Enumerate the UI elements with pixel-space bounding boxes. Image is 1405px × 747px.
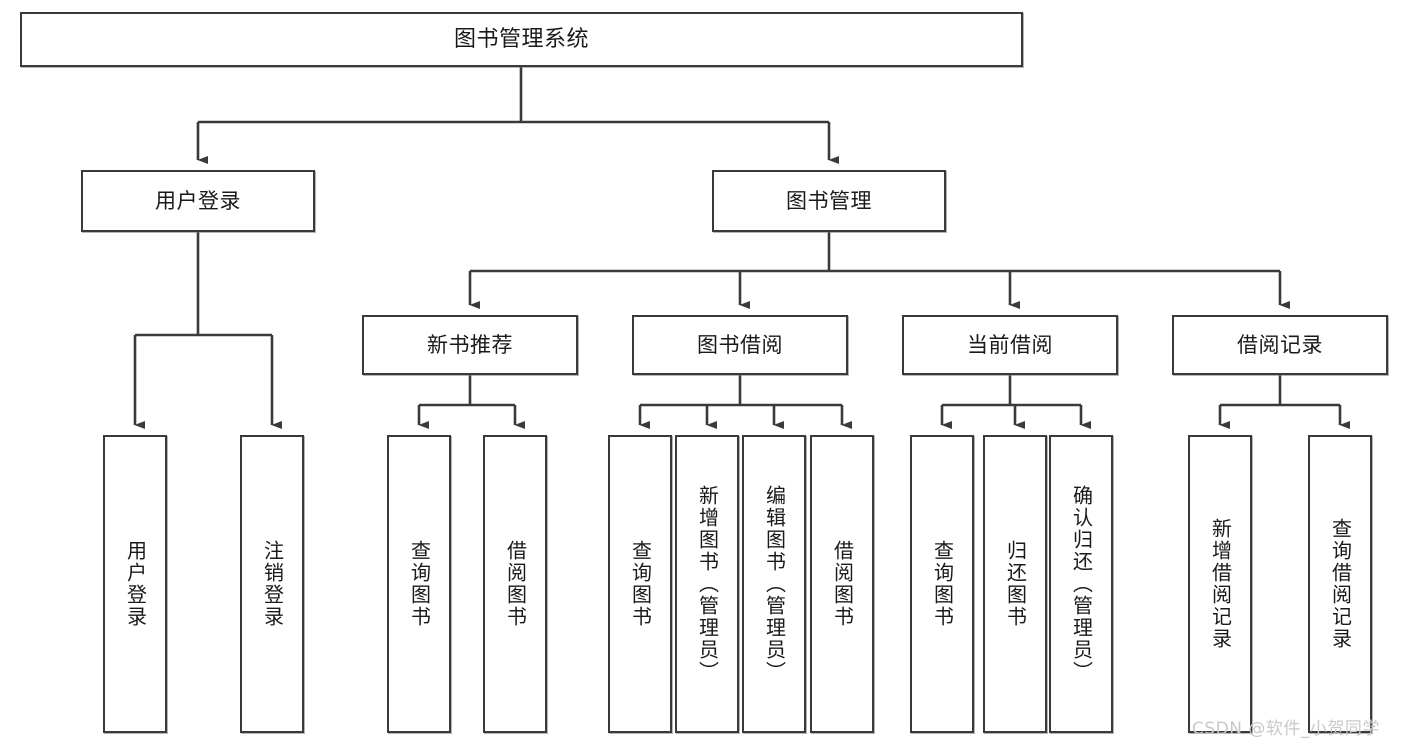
- edges-borrow-record-branch: [1218, 375, 1351, 430]
- node-label: 查询图书: [407, 540, 432, 628]
- leaf-query-book[interactable]: 查询图书: [608, 435, 672, 733]
- node-label: 注销登录: [260, 540, 285, 628]
- node-book-borrow[interactable]: 图书借阅: [632, 315, 848, 375]
- node-label: 新书推荐: [427, 332, 513, 357]
- leaf-logout[interactable]: 注销登录: [240, 435, 304, 733]
- leaf-return-book[interactable]: 归还图书: [983, 435, 1047, 733]
- node-label: 借阅图书: [503, 540, 528, 628]
- node-label: 查询图书: [628, 540, 653, 628]
- leaf-query-borrow-record[interactable]: 查询借阅记录: [1308, 435, 1372, 733]
- leaf-user-login[interactable]: 用户登录: [103, 435, 167, 733]
- edges-new-book-branch: [417, 375, 526, 430]
- edges-book-manage-to-level3: [468, 232, 1291, 310]
- node-label: 用户登录: [123, 540, 148, 628]
- leaf-borrow-book-recommend[interactable]: 借阅图书: [483, 435, 547, 733]
- edges-current-borrow-branch: [940, 375, 1092, 430]
- edges-root-to-level2: [196, 67, 840, 165]
- edges-book-borrow-branch: [638, 375, 853, 430]
- node-label: 新增图书（管理员）: [695, 485, 720, 683]
- node-label: 用户登录: [155, 188, 241, 213]
- node-borrow-record[interactable]: 借阅记录: [1172, 315, 1388, 375]
- node-root-system[interactable]: 图书管理系统: [20, 12, 1023, 67]
- node-user-login[interactable]: 用户登录: [81, 170, 315, 232]
- node-label: 当前借阅: [967, 332, 1053, 357]
- node-label: 查询图书: [930, 540, 955, 628]
- node-label: 确认归还（管理员）: [1069, 485, 1094, 683]
- node-new-book-recommend[interactable]: 新书推荐: [362, 315, 578, 375]
- node-label: 查询借阅记录: [1328, 518, 1353, 650]
- node-label: 图书管理系统: [453, 26, 589, 52]
- node-label: 新增借阅记录: [1208, 518, 1233, 650]
- leaf-query-book-recommend[interactable]: 查询图书: [387, 435, 451, 733]
- node-label: 图书管理: [786, 188, 872, 213]
- leaf-add-book-admin[interactable]: 新增图书（管理员）: [675, 435, 739, 733]
- node-label: 图书借阅: [697, 332, 783, 357]
- edges-user-login-branch: [133, 232, 283, 430]
- node-current-borrow[interactable]: 当前借阅: [902, 315, 1118, 375]
- leaf-add-borrow-record[interactable]: 新增借阅记录: [1188, 435, 1252, 733]
- leaf-query-book-current[interactable]: 查询图书: [910, 435, 974, 733]
- node-label: 编辑图书（管理员）: [762, 485, 787, 683]
- node-book-management[interactable]: 图书管理: [712, 170, 946, 232]
- leaf-borrow-book[interactable]: 借阅图书: [810, 435, 874, 733]
- node-label: 借阅图书: [830, 540, 855, 628]
- leaf-confirm-return-admin[interactable]: 确认归还（管理员）: [1049, 435, 1113, 733]
- leaf-edit-book-admin[interactable]: 编辑图书（管理员）: [742, 435, 806, 733]
- node-label: 归还图书: [1003, 540, 1028, 628]
- node-label: 借阅记录: [1237, 332, 1323, 357]
